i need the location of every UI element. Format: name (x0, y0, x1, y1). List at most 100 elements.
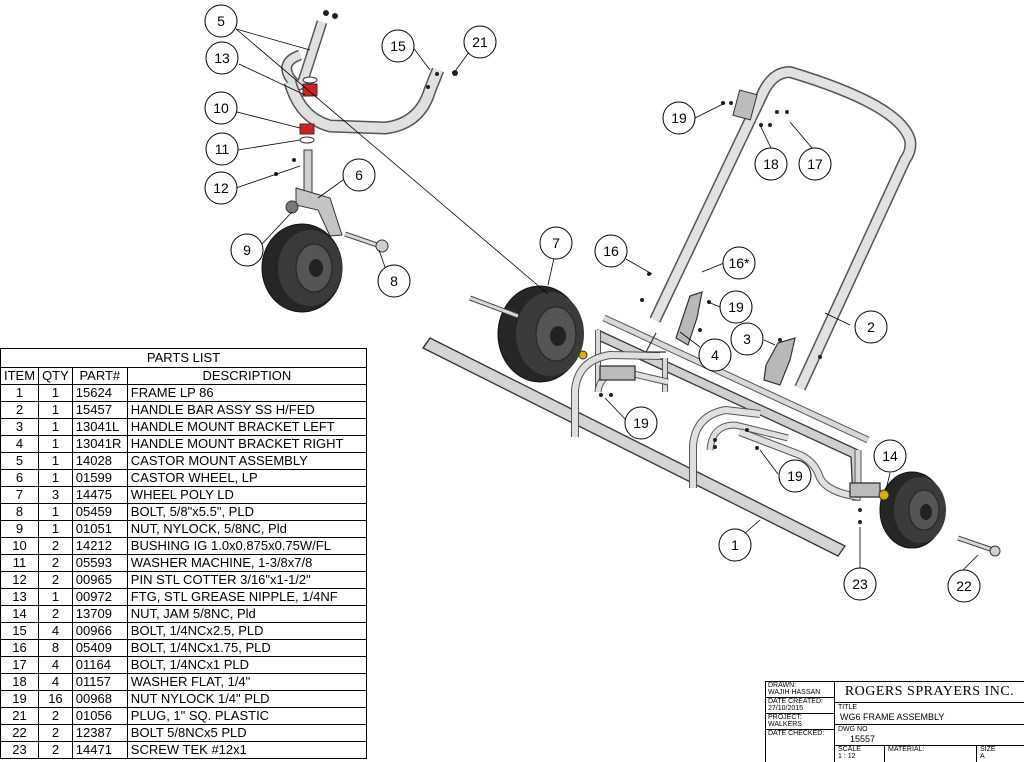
callout-12 (204, 171, 238, 205)
part-number-cell: 14475 (71, 486, 128, 504)
description-cell: WASHER MACHINE, 1-3/8x7/8 (126, 554, 368, 572)
scale-label: SCALE (838, 746, 861, 753)
description-cell: HANDLE MOUNT BRACKET RIGHT (126, 435, 368, 453)
item-cell: 23 (0, 741, 40, 759)
part-number-cell: 13041L (71, 418, 128, 436)
callout-19d (778, 459, 812, 493)
divider (884, 745, 885, 762)
drawn-cell: DRAWN: WAJIH HASSAN (766, 682, 834, 698)
item-cell: 13 (0, 588, 40, 606)
callout-label: 21 (472, 34, 488, 50)
date-checked-cell: DATE CHECKED: (766, 730, 834, 762)
callout-label: 7 (552, 235, 560, 251)
project-label: PROJECT: (768, 714, 802, 721)
item-cell: 1 (0, 384, 40, 402)
description-cell: BOLT, 5/8"x5.5", PLD (126, 503, 368, 521)
description-cell: BOLT, 1/4NCx1 PLD (126, 656, 368, 674)
callout-19a (662, 101, 696, 135)
callout-9 (230, 233, 264, 267)
part-number-cell: 05459 (71, 503, 128, 521)
item-cell: 18 (0, 673, 40, 691)
description-cell: FRAME LP 86 (126, 384, 368, 402)
callout-label: 2 (867, 319, 875, 335)
handle-bar (649, 66, 917, 391)
company-name: ROGERS SPRAYERS INC. (834, 682, 1024, 703)
qty-cell: 1 (38, 384, 73, 402)
callout-13 (205, 41, 239, 75)
callout-5 (204, 4, 238, 38)
description-cell: BUSHING IG 1.0x0.875x0.75W/FL (126, 537, 368, 555)
qty-cell: 16 (38, 690, 73, 708)
part-number-cell: 01164 (71, 656, 128, 674)
title-label: TITLE (838, 704, 858, 711)
qty-cell: 4 (38, 656, 73, 674)
description-cell: PLUG, 1" SQ. PLASTIC (126, 707, 368, 725)
divider (834, 724, 1024, 725)
title-block-main: ROGERS SPRAYERS INC. TITLE WG6 FRAME ASS… (834, 682, 1024, 762)
qty-cell: 2 (38, 571, 73, 589)
callout-labels: 5 13 10 11 12 9 6 8 15 21 7 19 18 17 16 … (213, 13, 972, 594)
callout-8 (377, 264, 411, 298)
callout-2 (854, 310, 888, 344)
part-number-cell: 05593 (71, 554, 128, 572)
material-label: MATERIAL: (888, 746, 925, 753)
callout-label: 3 (743, 331, 751, 347)
callout-15 (381, 29, 415, 63)
part-number-cell: 01056 (71, 707, 128, 725)
callout-label: 23 (852, 576, 868, 592)
title-value: WG6 FRAME ASSEMBLY (840, 712, 945, 722)
callout-label: 9 (243, 242, 251, 258)
callout-label: 8 (390, 273, 398, 289)
description-cell: WASHER FLAT, 1/4" (126, 673, 368, 691)
callout-label: 1 (731, 537, 739, 553)
project-cell: PROJECT: WALKERS (766, 714, 834, 730)
item-cell: 21 (0, 707, 40, 725)
project-value: WALKERS (768, 721, 802, 728)
callout-17 (798, 147, 832, 181)
description-cell: NUT, JAM 5/8NC, Pld (126, 605, 368, 623)
date-created-label: DATE CREATED: (768, 698, 823, 705)
item-cell: 15 (0, 622, 40, 640)
callout-bubbles (204, 4, 981, 603)
callout-label: 12 (213, 180, 229, 196)
callout-21 (463, 25, 497, 59)
description-cell: BOLT, 1/4NCx1.75, PLD (126, 639, 368, 657)
date-checked-label: DATE CHECKED: (768, 730, 825, 737)
divider (976, 745, 977, 762)
callout-1 (718, 528, 752, 562)
qty-cell: 3 (38, 486, 73, 504)
callout-label: 19 (671, 110, 687, 126)
drawn-value: WAJIH HASSAN (768, 689, 821, 696)
callout-7 (539, 226, 573, 260)
part-number-cell: 12387 (71, 724, 128, 742)
part-number-cell: 00972 (71, 588, 128, 606)
item-cell: 16 (0, 639, 40, 657)
castor-wheel (261, 223, 343, 313)
callout-label: 5 (217, 13, 225, 29)
description-cell: HANDLE MOUNT BRACKET LEFT (126, 418, 368, 436)
callout-16s (722, 246, 756, 280)
qty-cell: 1 (38, 452, 73, 470)
callout-label: 11 (215, 141, 230, 157)
callout-19b (719, 290, 753, 324)
title-block-info: DRAWN: WAJIH HASSAN DATE CREATED: 27/10/… (766, 682, 835, 762)
item-cell: 12 (0, 571, 40, 589)
item-cell: 5 (0, 452, 40, 470)
qty-cell: 2 (38, 707, 73, 725)
part-number-cell: 01599 (71, 469, 128, 487)
castor-assembly (274, 10, 445, 253)
callout-label: 14 (882, 448, 898, 464)
description-cell: BOLT 5/8NCx5 PLD (126, 724, 368, 742)
callout-18 (754, 147, 788, 181)
frame (422, 314, 881, 557)
